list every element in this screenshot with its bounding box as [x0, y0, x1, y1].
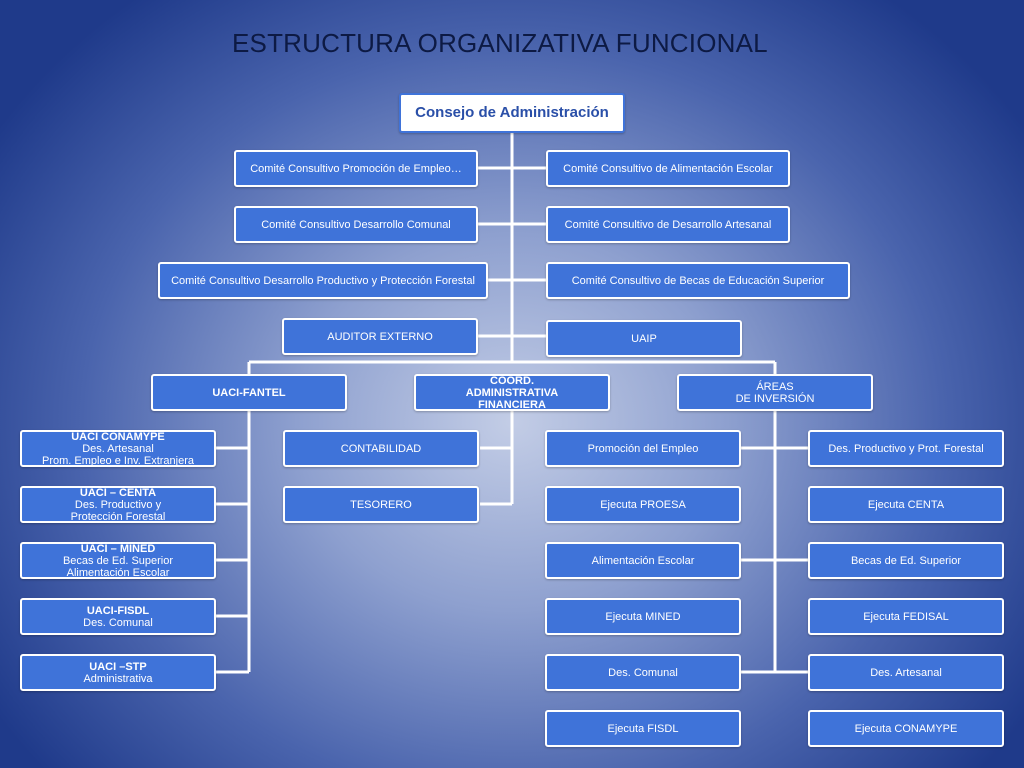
consejo-administracion-label: Consejo de Administración — [415, 104, 609, 121]
area-label: Alimentación Escolar — [591, 554, 695, 567]
uaci-title: UACI – MINED — [80, 542, 156, 555]
areas-inversion-node: ÁREAS DE INVERSIÓN — [677, 374, 873, 411]
uaci-line: Des. Comunal — [83, 616, 153, 629]
becas-ed-superior-node: Becas de Ed. Superior — [808, 542, 1004, 579]
uaci-title: UACI CONAMYPE — [71, 430, 165, 443]
page-title: ESTRUCTURA ORGANIZATIVA FUNCIONAL — [232, 28, 768, 58]
comite-desarrollo-artesanal-node: Comité Consultivo de Desarrollo Artesana… — [546, 206, 790, 243]
area-label: Des. Comunal — [608, 666, 678, 679]
uaci-line: Becas de Ed. Superior — [62, 554, 174, 567]
comite-label: Comité Consultivo de Desarrollo Artesana… — [564, 218, 772, 231]
uaci-title: UACI-FISDL — [86, 604, 150, 617]
uaci-conamype-node: UACI CONAMYPE Des. Artesanal Prom. Emple… — [20, 430, 216, 467]
comite-label: Comité Consultivo Desarrollo Productivo … — [171, 274, 475, 287]
uaci-line: Prom. Empleo e Inv. Extranjera — [41, 454, 195, 467]
uaci-fantel-node: UACI-FANTEL — [151, 374, 347, 411]
comite-label: Comité Consultivo de Alimentación Escola… — [563, 162, 773, 175]
ejecuta-conamype-node: Ejecuta CONAMYPE — [808, 710, 1004, 747]
contabilidad-node: CONTABILIDAD — [283, 430, 479, 467]
des-productivo-forestal-node: Des. Productivo y Prot. Forestal — [808, 430, 1004, 467]
area-label: Ejecuta CONAMYPE — [854, 722, 958, 735]
alimentacion-escolar-node: Alimentación Escolar — [545, 542, 741, 579]
ejecuta-centa-node: Ejecuta CENTA — [808, 486, 1004, 523]
coord-label-line: COORD. — [490, 374, 534, 387]
uaci-title: UACI –STP — [89, 660, 147, 673]
uaci-line: Des. Artesanal — [82, 442, 154, 455]
promocion-empleo-node: Promoción del Empleo — [545, 430, 741, 467]
comite-alimentacion-escolar-node: Comité Consultivo de Alimentación Escola… — [546, 150, 790, 187]
uaci-fantel-label: UACI-FANTEL — [212, 386, 286, 399]
coord-administrativa-node: COORD. ADMINISTRATIVA FINANCIERA — [414, 374, 610, 411]
tesorero-node: TESORERO — [283, 486, 479, 523]
uaci-mined-node: UACI – MINED Becas de Ed. Superior Alime… — [20, 542, 216, 579]
area-label: Ejecuta CENTA — [867, 498, 945, 511]
des-artesanal-node: Des. Artesanal — [808, 654, 1004, 691]
tesorero-label: TESORERO — [350, 498, 412, 511]
area-label: Ejecuta MINED — [605, 610, 681, 623]
area-label: Ejecuta FISDL — [607, 722, 679, 735]
uaci-title: UACI – CENTA — [79, 486, 157, 499]
consejo-administracion-node: Consejo de Administración — [399, 93, 625, 133]
ejecuta-fedisal-node: Ejecuta FEDISAL — [808, 598, 1004, 635]
uaci-centa-node: UACI – CENTA Des. Productivo y Protecció… — [20, 486, 216, 523]
area-label: Ejecuta PROESA — [600, 498, 686, 511]
area-label: Becas de Ed. Superior — [850, 554, 962, 567]
comite-desarrollo-productivo-node: Comité Consultivo Desarrollo Productivo … — [158, 262, 488, 299]
coord-label-line: ADMINISTRATIVA — [465, 386, 559, 399]
comite-label: Comité Consultivo Promoción de Empleo… — [250, 162, 462, 175]
comite-label: Comité Consultivo Desarrollo Comunal — [261, 218, 451, 231]
area-label: Ejecuta FEDISAL — [863, 610, 949, 623]
des-comunal-node: Des. Comunal — [545, 654, 741, 691]
uaci-line: Des. Productivo y — [74, 498, 162, 511]
areas-label-line: ÁREAS — [756, 380, 794, 393]
area-label: Des. Productivo y Prot. Forestal — [828, 442, 984, 455]
uaip-node: UAIP — [546, 320, 742, 357]
area-label: Des. Artesanal — [870, 666, 942, 679]
uaci-line: Alimentación Escolar — [66, 566, 170, 579]
area-label: Promoción del Empleo — [587, 442, 699, 455]
areas-label-line: DE INVERSIÓN — [735, 392, 815, 405]
comite-becas-educacion-node: Comité Consultivo de Becas de Educación … — [546, 262, 850, 299]
comite-desarrollo-comunal-node: Comité Consultivo Desarrollo Comunal — [234, 206, 478, 243]
uaci-stp-node: UACI –STP Administrativa — [20, 654, 216, 691]
uaci-line: Protección Forestal — [70, 510, 166, 523]
comite-promocion-empleo-node: Comité Consultivo Promoción de Empleo… — [234, 150, 478, 187]
ejecuta-proesa-node: Ejecuta PROESA — [545, 486, 741, 523]
comite-label: Comité Consultivo de Becas de Educación … — [571, 274, 825, 287]
uaci-line: Administrativa — [83, 672, 153, 685]
contabilidad-label: CONTABILIDAD — [340, 442, 422, 455]
ejecuta-mined-node: Ejecuta MINED — [545, 598, 741, 635]
auditor-externo-node: AUDITOR EXTERNO — [282, 318, 478, 355]
uaip-label: UAIP — [631, 332, 657, 345]
uaci-fisdl-node: UACI-FISDL Des. Comunal — [20, 598, 216, 635]
coord-label-line: FINANCIERA — [478, 398, 546, 411]
auditor-label: AUDITOR EXTERNO — [327, 330, 433, 343]
ejecuta-fisdl-node: Ejecuta FISDL — [545, 710, 741, 747]
